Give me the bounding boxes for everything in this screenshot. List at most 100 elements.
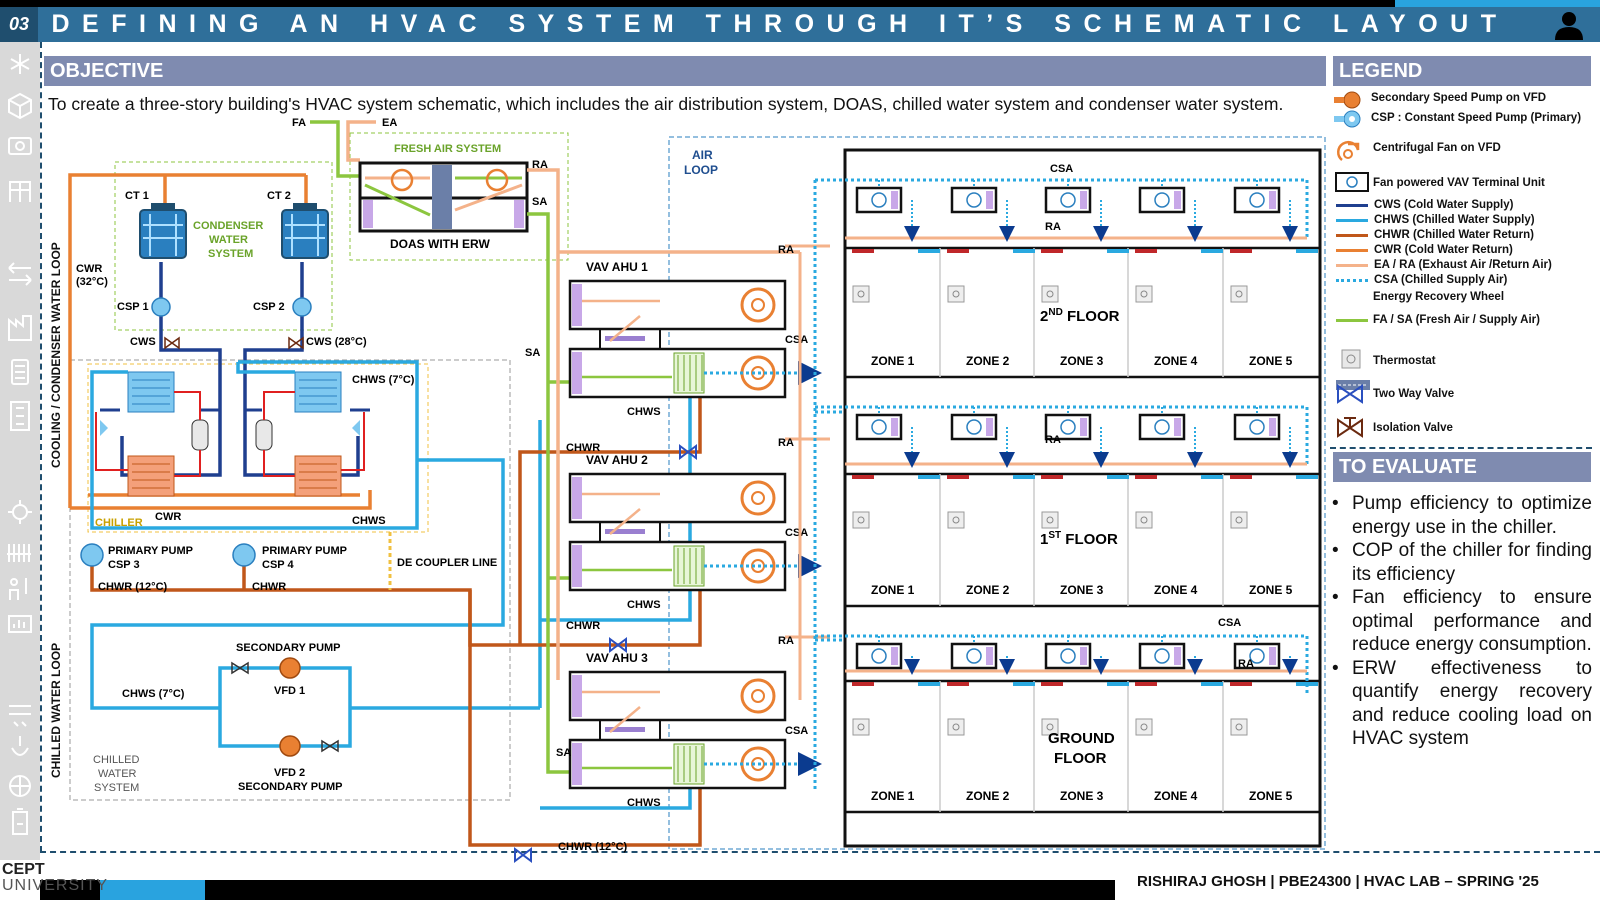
floor-csa-label: CSA [1218, 617, 1241, 629]
legend-item: CHWR (Chilled Water Return) [1374, 229, 1534, 241]
doas-label: DOAS WITH ERW [390, 237, 490, 251]
legend-item: CSA (Chilled Supply Air) [1374, 274, 1508, 286]
vav-terminal-icon [855, 413, 903, 441]
legend-item: CHWS (Chilled Water Supply) [1374, 214, 1535, 226]
person-thermo-icon[interactable] [9, 578, 27, 600]
doas-sa-label: SA [532, 196, 547, 208]
ahu-chws-label: CHWS [627, 797, 661, 809]
supply-diffuser [1107, 475, 1129, 479]
return-grille [1041, 475, 1063, 479]
csp4-label: CSP 4 [262, 559, 294, 571]
vav-terminal-icon [855, 642, 903, 670]
thermostat-icon [1341, 349, 1361, 369]
tower-icon[interactable] [10, 401, 30, 431]
return-grille [947, 682, 969, 686]
evaluate-item: COP of the chiller for finding its effic… [1332, 539, 1592, 586]
primary-pump-label: PRIMARY PUMP [108, 545, 193, 557]
vent-icon[interactable] [9, 705, 31, 727]
vfd2-label: VFD 2 [274, 767, 305, 779]
return-grille [852, 682, 874, 686]
chiller-chws-label: CHWS [352, 515, 386, 527]
cog-icon[interactable] [8, 500, 32, 524]
zone-label: ZONE 2 [966, 583, 1010, 597]
ea-duct [346, 120, 376, 162]
vav-terminal-icon [1138, 186, 1186, 214]
cooling-coil-icon [673, 352, 705, 394]
legend-icons [1334, 91, 1370, 438]
fresh-air-title: FRESH AIR SYSTEM [394, 143, 501, 155]
factory-icon[interactable] [8, 315, 32, 341]
thermostat-icon [852, 718, 870, 736]
vav-terminal-icon [1138, 642, 1186, 670]
zone-label: ZONE 1 [871, 789, 915, 803]
monitor-icon[interactable] [8, 615, 32, 633]
floor-csa-label: CSA [1050, 163, 1073, 175]
hand-icon[interactable] [11, 736, 29, 756]
centrifugal-fan-icon [740, 678, 776, 714]
pump-constant-icon [1334, 110, 1361, 128]
csp1-label: CSP 1 [117, 301, 149, 313]
ahu-sa-label: SA [525, 347, 540, 359]
ahu-name: VAV AHU 2 [586, 453, 648, 467]
supply-diffuser [1107, 249, 1129, 253]
battery-icon[interactable] [12, 808, 28, 835]
ahu-chws-label: CHWS [627, 406, 661, 418]
arrows-icon[interactable] [8, 262, 32, 286]
zone-label: ZONE 5 [1249, 583, 1293, 597]
secondary-pump-label: SECONDARY PUMP [238, 781, 343, 793]
chwr-pipe [90, 550, 702, 847]
cwr-label: CWR [76, 263, 102, 275]
vav-terminal-icon [1335, 172, 1369, 192]
chilled-water-group [69, 359, 511, 801]
centrifugal-fan-icon [740, 287, 776, 323]
chiller-chws-temp-label: CHWS (7°C) [352, 374, 415, 386]
vav-terminal-icon [950, 186, 998, 214]
fan-icon[interactable] [9, 775, 31, 797]
pump-vfd-icon [1334, 91, 1361, 109]
two-way-valve-icon [514, 847, 532, 863]
cws-temp-label: CWS (28°C) [306, 336, 367, 348]
cube-icon[interactable] [8, 92, 32, 120]
legend-swatch [1336, 204, 1368, 207]
thermostat-icon [1135, 285, 1153, 303]
two-way-valve-icon [1337, 384, 1363, 404]
vav-terminal-icon [855, 186, 903, 214]
isolation-valve-icon [1337, 417, 1363, 438]
zone-label: ZONE 2 [966, 789, 1010, 803]
building-icon[interactable] [9, 181, 31, 202]
ea-label: EA [382, 117, 397, 129]
radiator-icon[interactable] [7, 544, 31, 562]
display-icon[interactable] [8, 137, 32, 155]
return-grille [1041, 249, 1063, 253]
chiller-cwr-label: CWR [155, 511, 181, 523]
ahu-sa-label: SA [556, 747, 571, 759]
snowflake-icon[interactable] [10, 54, 30, 74]
floor-name: GROUND [1048, 730, 1115, 747]
condenser-title: CONDENSER [193, 220, 263, 232]
university-logo: CEPT UNIVERSITY [2, 862, 107, 900]
gauge-icon[interactable] [11, 359, 29, 385]
centrifugal-fan-icon [485, 168, 509, 192]
user-icon[interactable] [1552, 10, 1586, 40]
secondary-chws-label: CHWS (7°C) [122, 688, 185, 700]
chwr-temp-label: CHWR (12°C) [98, 581, 168, 593]
condenser-title: SYSTEM [208, 248, 253, 260]
legend-swatch [1336, 234, 1368, 237]
chiller-group [87, 363, 429, 533]
cwr-pipe [163, 175, 308, 203]
cws-pipe [120, 262, 222, 477]
thermostat-icon [947, 285, 965, 303]
legend-item: Thermostat [1373, 355, 1436, 367]
ahu-csa-label: CSA [785, 527, 808, 539]
secondary-pump-label: SECONDARY PUMP [236, 642, 341, 654]
ahu-chws-label: CHWS [627, 599, 661, 611]
zone-label: ZONE 2 [966, 354, 1010, 368]
floor-name: FLOOR [1054, 750, 1107, 767]
thermostat-icon [1230, 285, 1248, 303]
thermostat-icon [1041, 718, 1059, 736]
zone-label: ZONE 5 [1249, 789, 1293, 803]
legend-heading: LEGEND [1333, 56, 1591, 86]
